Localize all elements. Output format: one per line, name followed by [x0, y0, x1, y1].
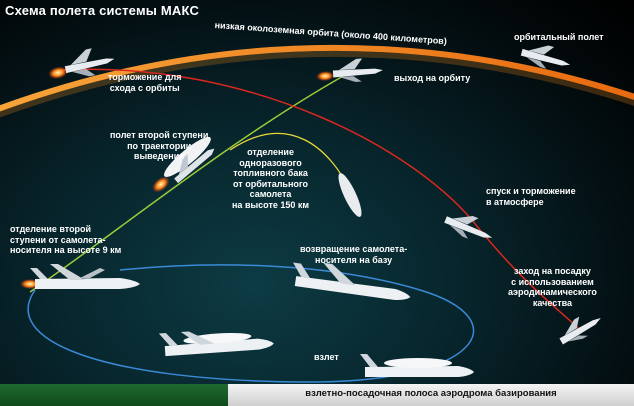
- label-orbital-flight: орбитальный полет: [514, 32, 604, 42]
- runway-label: взлетно-посадочная полоса аэродрома бази…: [305, 388, 557, 399]
- orbit-arc: [0, 44, 634, 112]
- diagram-title: Схема полета системы МАКС: [5, 3, 200, 18]
- ascent-path: [29, 74, 346, 293]
- descent-path: [59, 68, 581, 331]
- label-takeoff: взлет: [314, 352, 339, 362]
- label-orbit-insertion: выход на орбиту: [394, 73, 471, 83]
- label-carrier-return: возвращение самолета-носителя на базу: [300, 244, 408, 265]
- runway: [228, 384, 634, 406]
- carrier-path: [27, 264, 475, 383]
